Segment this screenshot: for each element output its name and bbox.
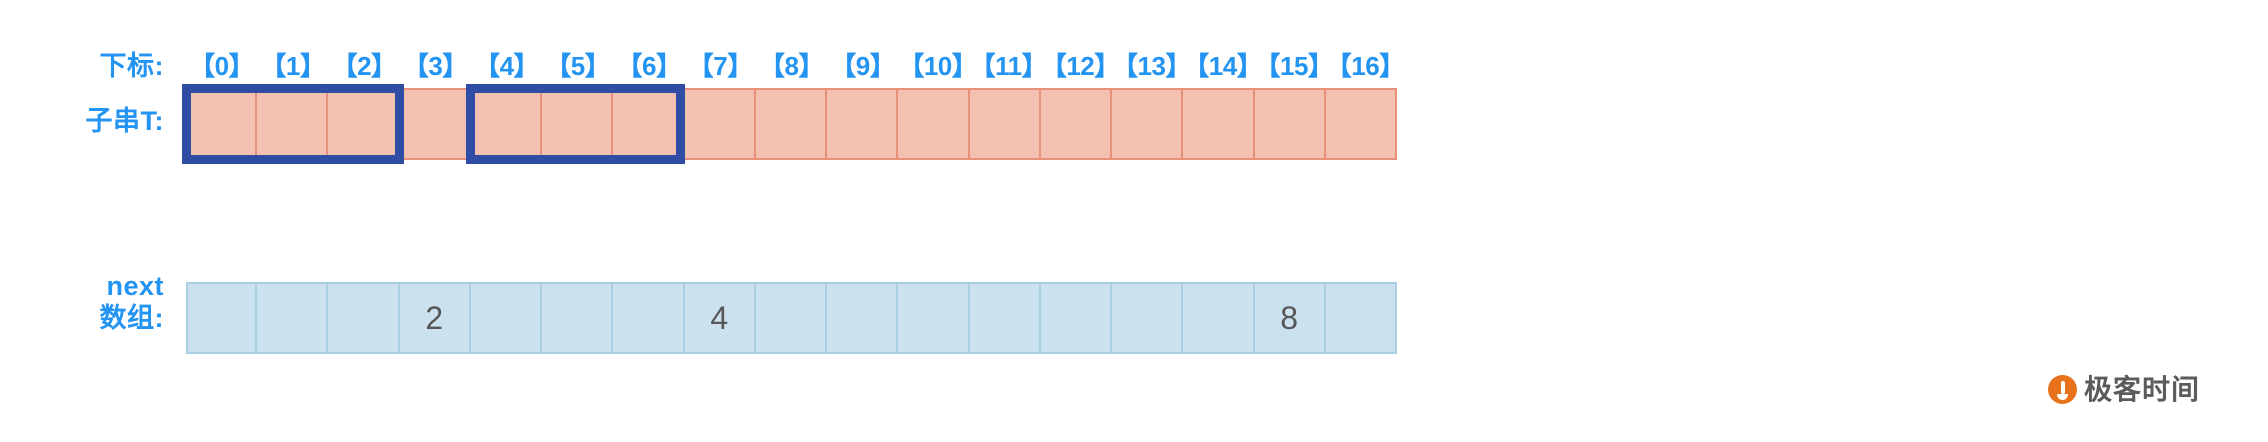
pattern-cell-13 (1112, 88, 1184, 160)
index-label-9: 【9】 (830, 51, 896, 81)
pattern-cell-4 (470, 88, 543, 160)
index-label-0: 【0】 (189, 51, 255, 81)
pattern-cell-2 (328, 88, 400, 160)
pattern-cell-9 (827, 88, 899, 160)
pattern-cell-row (186, 88, 1397, 160)
index-label-5: 【5】 (545, 51, 611, 81)
next-cell-7: 4 (684, 282, 756, 354)
index-label-10: 【10】 (898, 51, 978, 81)
index-label-11: 【11】 (969, 51, 1048, 81)
pattern-cell-12 (1040, 88, 1113, 160)
index-row-label: 下标: (99, 51, 164, 81)
index-label-12: 【12】 (1040, 51, 1120, 81)
index-label-7: 【7】 (687, 51, 753, 81)
pattern-row-label: 子串T: (85, 106, 164, 136)
next-row-label: next 数组: (99, 271, 164, 333)
next-cell-4 (470, 282, 543, 354)
next-cell-0 (186, 282, 258, 354)
pattern-cell-11 (969, 88, 1041, 160)
watermark: 极客时间 (2048, 375, 2200, 404)
index-label-15: 【15】 (1254, 51, 1334, 81)
index-row: 【0】【1】【2】【3】【4】【5】【6】【7】【8】【9】【10】【11】【1… (186, 48, 1405, 84)
next-cell-2 (328, 282, 400, 354)
pattern-cell-8 (755, 88, 828, 160)
next-cell-11 (969, 282, 1041, 354)
next-cell-3: 2 (399, 282, 471, 354)
pattern-cell-15 (1254, 88, 1326, 160)
watermark-text: 极客时间 (2084, 374, 2201, 405)
next-array-row: 2 4 8 (186, 282, 1397, 354)
next-cell-12 (1040, 282, 1113, 354)
pattern-cell-3 (399, 88, 471, 160)
index-label-1: 【1】 (260, 51, 326, 81)
next-cell-16 (1325, 282, 1397, 354)
index-label-16: 【16】 (1325, 51, 1405, 81)
pattern-cell-7 (684, 88, 756, 160)
geek-time-logo-icon (2048, 375, 2077, 404)
index-label-2: 【2】 (331, 51, 397, 81)
next-cell-5 (542, 282, 614, 354)
index-label-8: 【8】 (759, 51, 824, 81)
index-label-14: 【14】 (1183, 51, 1263, 81)
next-cell-14 (1183, 282, 1255, 354)
next-cell-10 (898, 282, 970, 354)
pattern-cell-0 (186, 88, 258, 160)
pattern-cell-14 (1183, 88, 1255, 160)
pattern-cell-1 (257, 88, 329, 160)
index-label-6: 【6】 (616, 51, 682, 81)
next-cell-15: 8 (1254, 282, 1326, 354)
next-cell-8 (755, 282, 828, 354)
next-cell-6 (613, 282, 685, 354)
index-label-13: 【13】 (1112, 51, 1191, 81)
pattern-cell-10 (898, 88, 970, 160)
pattern-cell-16 (1325, 88, 1397, 160)
next-cell-13 (1112, 282, 1184, 354)
pattern-cell-5 (542, 88, 614, 160)
pattern-cell-6 (613, 88, 685, 160)
index-label-3: 【3】 (402, 51, 468, 81)
next-cell-1 (257, 282, 329, 354)
next-cell-9 (827, 282, 899, 354)
index-label-4: 【4】 (474, 51, 540, 81)
